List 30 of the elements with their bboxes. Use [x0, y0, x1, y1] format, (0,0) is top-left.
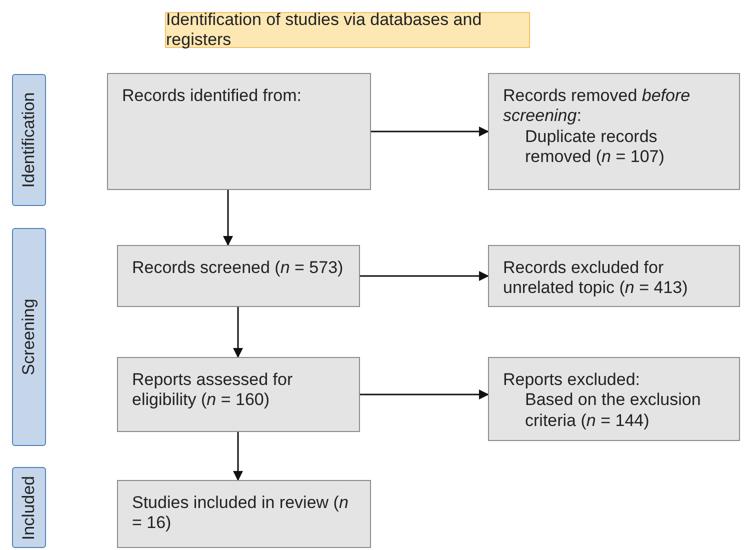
phase-label: Identification — [19, 92, 39, 188]
arrow — [360, 390, 489, 400]
phase-band — [12, 74, 46, 206]
process-box — [117, 357, 360, 432]
box-text: Records screened (n = 573) — [132, 258, 344, 278]
process-box — [488, 357, 740, 441]
box-detail: Duplicate records removed (n = 107) — [524, 126, 666, 168]
box-detail: Based on the exclusion criteria (n = 144) — [524, 390, 702, 432]
phase-label: Included — [19, 475, 39, 540]
process-box — [117, 480, 371, 548]
arrow — [223, 190, 233, 246]
phase-band — [12, 467, 46, 548]
box-text: Records identified from: — [122, 86, 303, 106]
process-box — [488, 245, 740, 307]
phase-band — [12, 228, 46, 446]
box-text: Records removed before screening: — [503, 86, 692, 127]
arrow — [233, 307, 243, 358]
process-box — [107, 73, 371, 190]
title-box — [165, 12, 530, 48]
box-text: Reports assessed for eligibility (n = 160) — [132, 370, 294, 411]
arrow — [371, 126, 489, 136]
box-text: Reports excluded: — [503, 370, 642, 390]
box-text: Studies included in review (n = 16) — [132, 493, 350, 534]
phase-label: Screening — [19, 298, 39, 376]
arrow — [360, 271, 489, 281]
arrow — [233, 432, 243, 481]
process-box — [488, 73, 740, 190]
process-box — [117, 245, 360, 307]
title-text: Identification of studies via databases and registers — [166, 10, 483, 50]
box-text: Records excluded for unrelated topic (n = 413) — [503, 258, 689, 299]
